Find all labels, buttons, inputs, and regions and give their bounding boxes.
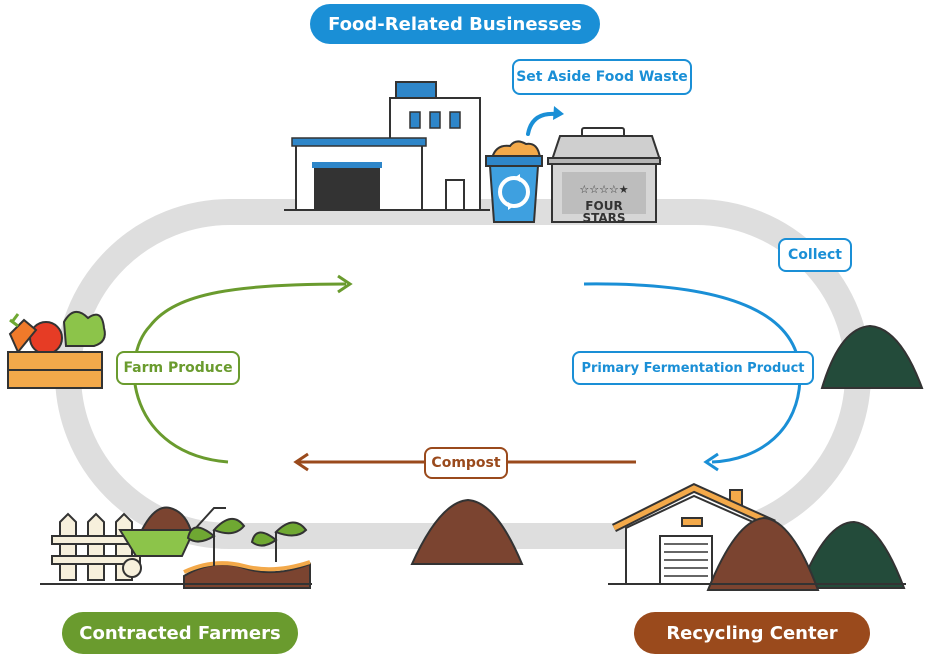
waste-container-icon — [547, 127, 662, 223]
office-building-icon — [284, 81, 490, 211]
set-aside-arrowhead — [553, 106, 564, 120]
node-recycling-center: Recycling Center — [634, 612, 870, 654]
node-food-related-businesses: Food-Related Businesses — [310, 4, 600, 44]
step-set-aside-food-waste: Set Aside Food Waste — [512, 59, 692, 95]
step-primary-fermentation-product: Primary Fermentation Product — [572, 351, 814, 385]
node-contracted-farmers: Contracted Farmers — [62, 612, 298, 654]
farm-produce-arrow — [132, 282, 347, 464]
fermentation-pile-icon — [820, 324, 924, 389]
vegetable-crate-icon — [7, 311, 106, 389]
set-aside-arrow — [526, 111, 558, 136]
farm-scene-icon — [40, 506, 312, 589]
farm-produce-arrowhead — [337, 274, 353, 294]
compost-pile-icon — [410, 498, 524, 565]
compost-arrowhead — [293, 452, 309, 472]
recycling-building-icon — [608, 483, 906, 591]
bin-label-brand: FOUR STARS — [582, 199, 626, 225]
recycle-bin-icon — [485, 140, 543, 223]
bin-label: ☆☆☆☆★ FOUR STARS — [562, 183, 646, 225]
step-compost: Compost — [424, 447, 508, 479]
step-farm-produce: Farm Produce — [116, 351, 240, 385]
step-collect: Collect — [778, 238, 852, 272]
fermentation-arrowhead — [703, 452, 719, 472]
bin-label-stars: ☆☆☆☆★ — [579, 183, 629, 196]
